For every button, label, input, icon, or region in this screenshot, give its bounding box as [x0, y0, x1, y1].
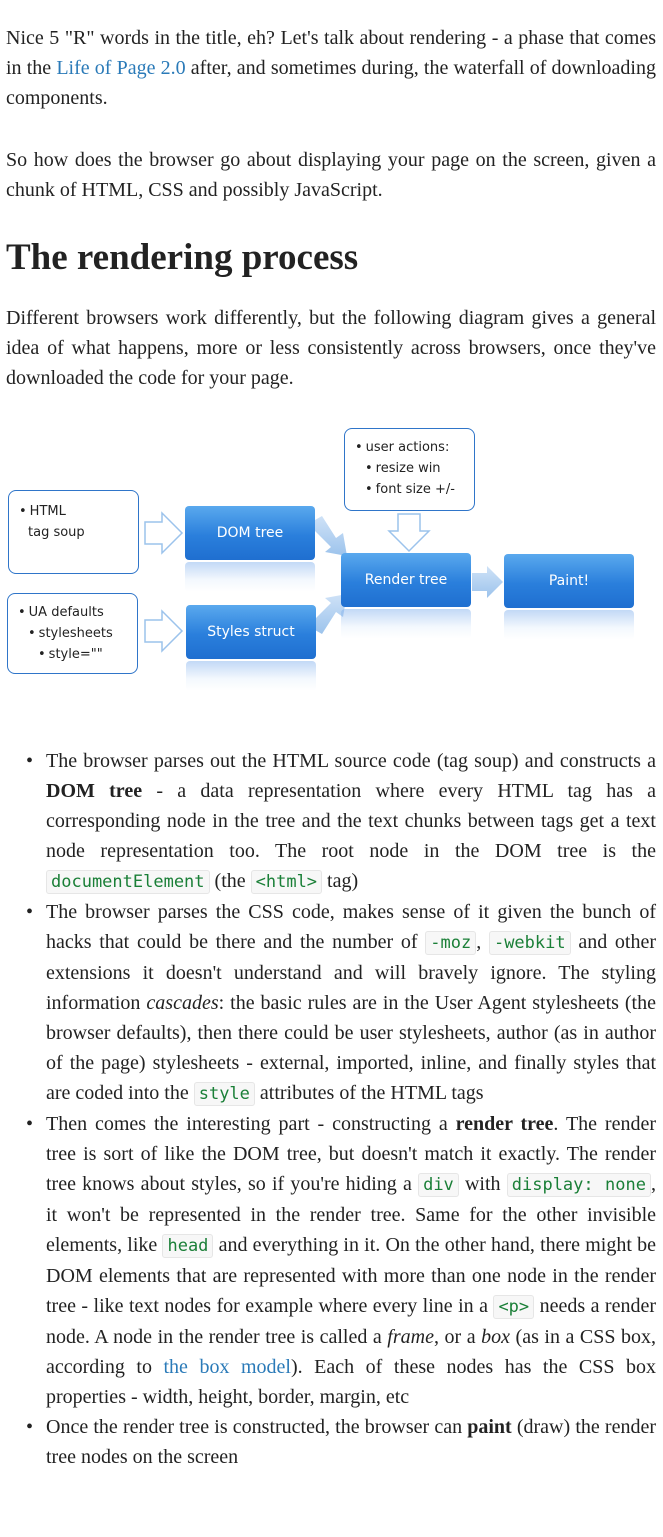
intro-text-end: after, and sometimes during, the waterfa… — [6, 57, 656, 109]
text: : the basic rules are in the User Agent … — [46, 992, 656, 1104]
text: , — [476, 931, 489, 953]
arrow-html-to-dom — [144, 511, 184, 555]
text: Then comes the interesting part - constr… — [46, 1113, 456, 1135]
ua-defaults-box: UA defaults stylesheets style="" — [7, 593, 138, 674]
code-style: style — [193, 1082, 255, 1106]
box-term: box — [481, 1326, 510, 1348]
text: . The render tree is sort of like the DO… — [46, 1113, 656, 1195]
diagram-arrows — [144, 511, 503, 653]
rendering-steps-list: The browser parses out the HTML source c… — [20, 746, 656, 1472]
paint-term: paint — [467, 1416, 512, 1438]
paint-box: Paint! — [504, 554, 634, 608]
ua-defaults-label: UA defaults — [18, 602, 127, 623]
life-of-page-link[interactable]: Life of Page 2.0 — [56, 57, 186, 79]
dom-tree-reflection — [185, 562, 315, 592]
list-item: The browser parses out the HTML source c… — [26, 746, 656, 897]
text: (as in a CSS box, according to — [46, 1326, 656, 1378]
question-paragraph: So how does the browser go about display… — [6, 149, 656, 201]
section-heading: The rendering process — [6, 237, 359, 278]
resize-win-label: resize win — [355, 458, 464, 479]
text: Once the render tree is constructed, the… — [46, 1416, 468, 1438]
dom-tree-label: DOM tree — [216, 525, 284, 541]
style-attr-label: style="" — [18, 644, 127, 665]
dom-tree-box: DOM tree — [185, 506, 315, 560]
section-intro-paragraph: Different browsers work differently, but… — [6, 307, 656, 389]
frame-term: frame — [387, 1326, 434, 1348]
arrow-user-to-render — [387, 513, 431, 553]
text: ). Each of these nodes has the CSS box p… — [46, 1356, 656, 1408]
rendering-process-diagram: HTML tag soup UA defaults stylesheets st… — [0, 420, 663, 720]
list-item: The browser parses the CSS code, makes s… — [26, 897, 657, 1109]
arrow-ua-to-styles — [144, 609, 184, 653]
list-item: Then comes the interesting part - constr… — [26, 1109, 656, 1412]
paint-label: Paint! — [548, 573, 590, 589]
cascades-term: cascades — [146, 992, 219, 1014]
text: (draw) the render tree nodes on the scre… — [46, 1416, 656, 1468]
box-model-link[interactable]: the box model — [163, 1356, 291, 1378]
code-head: head — [162, 1234, 214, 1258]
code-display-none: display: none — [506, 1173, 651, 1197]
styles-struct-label: Styles struct — [207, 624, 295, 640]
render-tree-term: render tree — [455, 1113, 554, 1135]
code-webkit: -webkit — [488, 931, 571, 955]
intro-text: Nice 5 "R" words in the title, eh? Let's… — [6, 27, 656, 79]
styles-struct-box: Styles struct — [186, 605, 316, 659]
list-item: Once the render tree is constructed, the… — [26, 1412, 656, 1472]
text: , or a — [433, 1326, 482, 1348]
font-size-label: font size +/- — [355, 479, 464, 500]
code-div: div — [418, 1173, 459, 1197]
html-tag-soup-box: HTML tag soup — [8, 490, 139, 574]
styles-struct-reflection — [186, 661, 316, 691]
render-tree-box: Render tree — [341, 553, 471, 607]
arrow-dom-to-render — [308, 516, 347, 556]
text: needs a render node. A node in the rende… — [46, 1295, 656, 1348]
code-p-tag: <p> — [493, 1295, 535, 1319]
render-tree-reflection — [341, 609, 471, 639]
text: attributes of the HTML tags — [254, 1082, 484, 1104]
text: - a data representation where every HTML… — [46, 780, 656, 862]
paint-reflection — [504, 610, 634, 640]
text: and other extensions it doesn't understa… — [46, 931, 657, 1014]
text: , it won't be represented in the render … — [46, 1173, 656, 1256]
user-actions-label: user actions: — [355, 437, 464, 458]
arrow-render-to-paint — [472, 566, 503, 598]
render-tree-label: Render tree — [364, 572, 448, 588]
text: The browser parses the CSS code, makes s… — [46, 901, 656, 953]
user-actions-box: user actions: resize win font size +/- — [344, 428, 475, 511]
intro-paragraph: Nice 5 "R" words in the title, eh? Let's… — [6, 23, 656, 113]
tag-soup-label: tag soup — [28, 525, 85, 540]
code-html-tag: <html> — [250, 870, 323, 894]
code-document-element: documentElement — [46, 870, 210, 894]
arrow-styles-to-render — [308, 594, 347, 634]
text: tag) — [322, 870, 359, 892]
text: with — [458, 1173, 507, 1195]
code-moz: -moz — [425, 931, 477, 955]
html-label: HTML — [19, 501, 128, 522]
text: (the — [209, 870, 251, 892]
text: and everything in it. On the other hand,… — [46, 1234, 656, 1317]
text: The browser parses out the HTML source c… — [46, 750, 656, 772]
stylesheets-label: stylesheets — [18, 623, 127, 644]
dom-tree-term: DOM tree — [46, 780, 143, 802]
